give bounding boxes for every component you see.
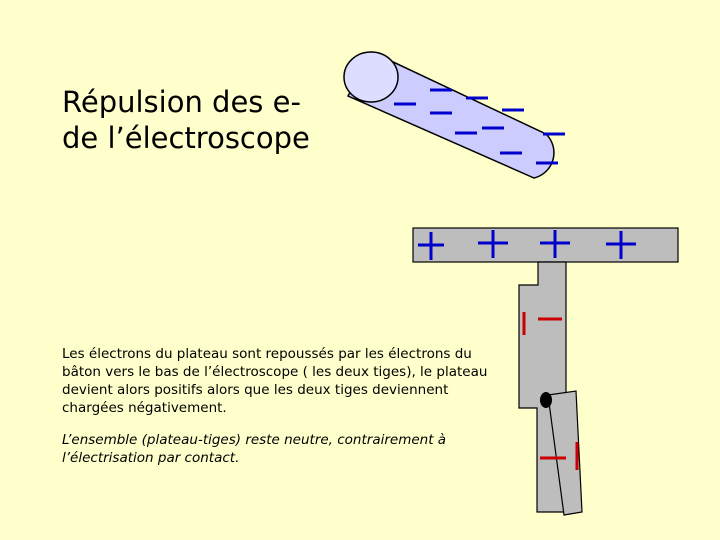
title-line-1: Répulsion des e- xyxy=(62,85,301,119)
explanation-text: Les électrons du plateau sont repoussés … xyxy=(62,345,502,481)
plate-positive-charges xyxy=(418,230,636,260)
rod-body xyxy=(346,51,555,179)
rod-negative-charges xyxy=(394,88,565,165)
pivot-dot xyxy=(540,392,552,408)
charged-rod xyxy=(343,51,555,179)
electroscope-plate xyxy=(412,227,679,263)
leaf-negative-charges xyxy=(522,312,579,470)
rod-end-cap xyxy=(343,51,399,103)
electroscope-moving-leaf xyxy=(547,390,583,516)
title-line-2: de l’électroscope xyxy=(62,121,310,155)
explanation-paragraph-2: L’ensemble (plateau-tiges) reste neutre,… xyxy=(62,432,447,466)
slide-title: Répulsion des e- de l’électroscope xyxy=(62,84,310,156)
explanation-paragraph-1: Les électrons du plateau sont repoussés … xyxy=(62,346,488,416)
